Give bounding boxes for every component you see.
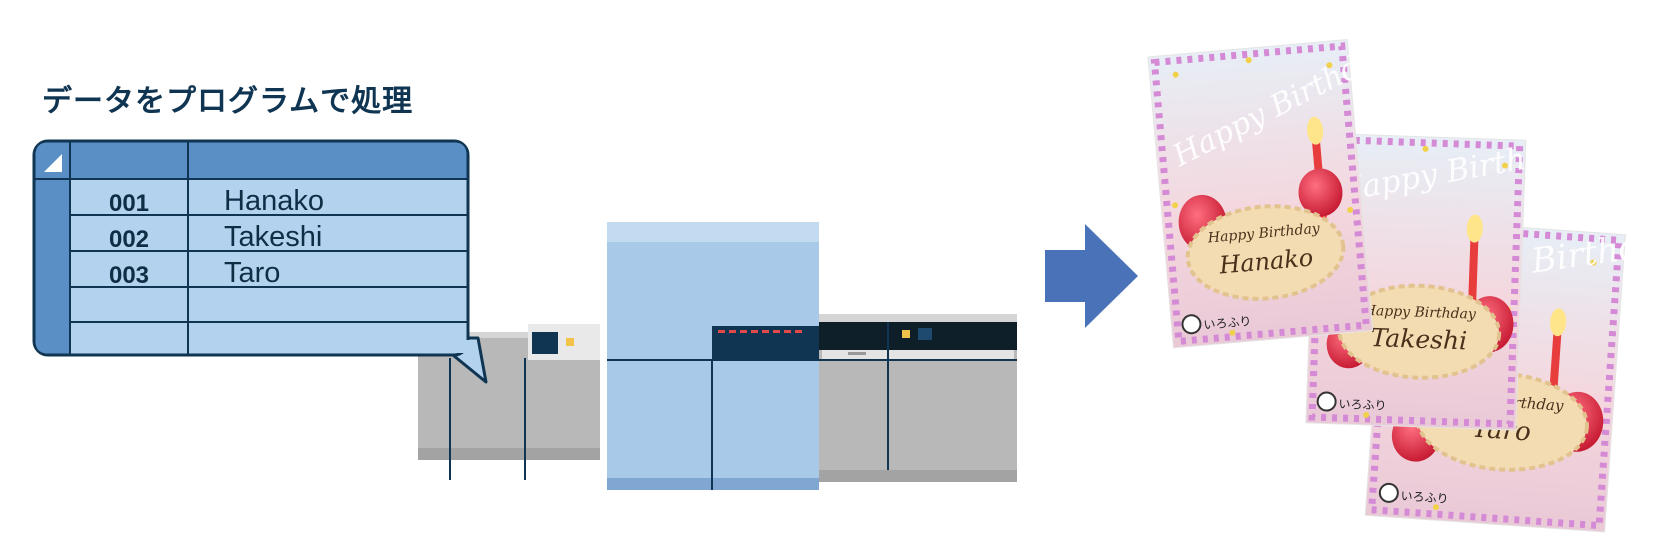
cell-id-3: 003	[109, 262, 149, 289]
cell-name-1: Hanako	[224, 185, 324, 217]
brand-logo: いろふり	[1316, 391, 1387, 413]
spreadsheet-corner	[44, 154, 62, 172]
printer-left-screen	[532, 332, 558, 354]
cell-id-2: 002	[109, 226, 149, 253]
cookie	[1185, 204, 1346, 301]
strawberry	[1298, 168, 1343, 217]
printer-illustration	[418, 222, 1017, 490]
spreadsheet-bubble: 001 Hanako 002 Takeshi 003 Taro	[32, 139, 488, 384]
spreadsheet-cells: 001 Hanako 002 Takeshi 003 Taro	[109, 185, 324, 289]
spreadsheet-row-header-column	[35, 179, 70, 354]
printer-center-leds	[718, 330, 802, 333]
star-sprinkles	[1172, 57, 1354, 336]
brand-text: いろふり	[1338, 397, 1386, 413]
printer-right-indicator	[902, 330, 910, 338]
brand-text: いろふり	[1203, 314, 1252, 332]
brand-text: いろふり	[1400, 489, 1449, 506]
cell-name-2: Takeshi	[224, 221, 322, 253]
spreadsheet-header-row	[35, 142, 467, 179]
cell-name-3: Taro	[224, 257, 280, 289]
process-arrow	[1045, 224, 1138, 328]
spreadsheet-frame	[32, 139, 470, 357]
cell-id-1: 001	[109, 190, 149, 217]
cookie-title: Happy Birthday	[1362, 303, 1477, 323]
cookie-name: Takeshi	[1370, 323, 1467, 355]
diagram-heading: データをプログラムで処理	[42, 84, 414, 119]
floral-border	[1308, 135, 1524, 428]
spreadsheet-grid	[35, 142, 467, 354]
printer-left-indicator	[566, 338, 574, 346]
printer-right-screen	[918, 328, 932, 340]
floral-border	[1150, 42, 1370, 346]
brand-logo: いろふり	[1378, 482, 1449, 506]
brand-logo: いろふり	[1181, 314, 1252, 335]
